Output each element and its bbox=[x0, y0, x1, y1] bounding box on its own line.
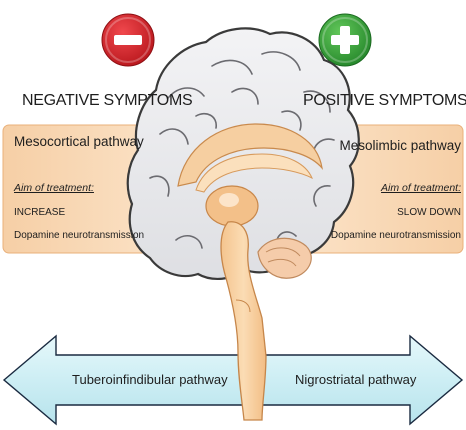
right-aim-target: Dopamine neurotransmission bbox=[331, 230, 461, 241]
mesolimbic-pathway-label: Mesolimbic pathway bbox=[339, 138, 461, 153]
nigrostriatal-pathway-label: Nigrostriatal pathway bbox=[295, 372, 416, 387]
left-aim-label: Aim of treatment: bbox=[14, 182, 94, 194]
plus-icon bbox=[319, 14, 371, 66]
left-aim-action: INCREASE bbox=[14, 207, 65, 218]
minus-icon bbox=[102, 14, 154, 66]
left-aim-target: Dopamine neurotransmission bbox=[14, 230, 144, 241]
right-aim-label: Aim of treatment: bbox=[381, 182, 461, 194]
tuberoinfundibular-pathway-label: Tuberoinfindibular pathway bbox=[72, 372, 228, 387]
mesocortical-pathway-label: Mesocortical pathway bbox=[14, 134, 144, 149]
right-aim-action: SLOW DOWN bbox=[397, 207, 461, 218]
positive-symptoms-title: POSITIVE SYMPTOMS bbox=[303, 92, 466, 110]
negative-symptoms-title: NEGATIVE SYMPTOMS bbox=[22, 92, 192, 110]
